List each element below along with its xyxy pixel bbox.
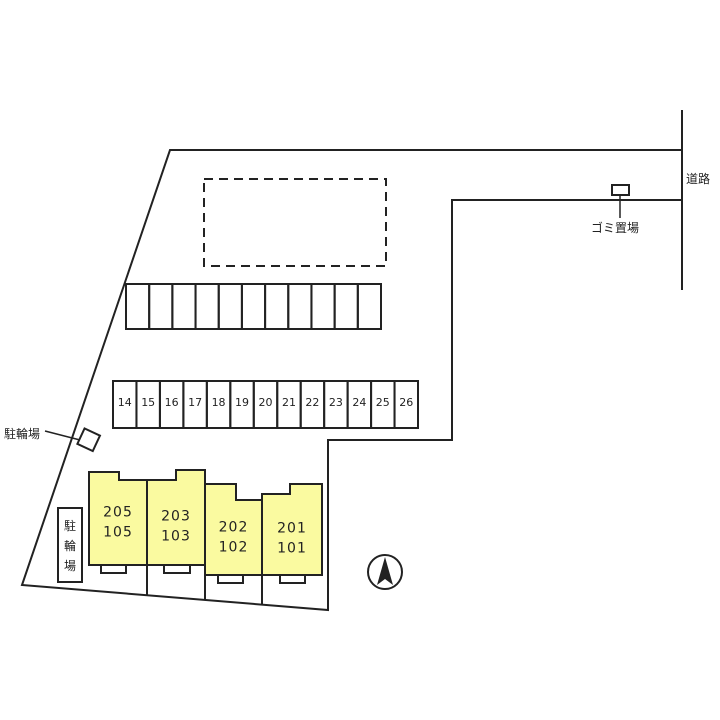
garbage-box [611,184,630,196]
parking-stall-number: 15 [141,396,155,409]
unit-porch [100,564,127,574]
parking-stall-top [333,283,359,330]
parking-stall-top [240,283,267,330]
parking-stall-number: 23 [329,396,343,409]
parking-stall-top [148,283,174,330]
parking-stall-number: 14 [118,396,132,409]
bicycle-label-vertical-char: 場 [64,559,76,573]
unit-number-lower: 102 [219,540,249,556]
parking-row-bottom: 14 15 16 17 18 19 20 21 22 23 24 25 26 [112,380,419,429]
parking-stall-top [287,283,313,330]
parking-stall-top [310,283,336,330]
unit-number-upper: 202 [219,520,249,536]
parking-stall-top [217,283,243,330]
parking-stall-number: 24 [352,396,366,409]
parking-stall-number: 18 [212,396,226,409]
bicycle-leader [44,430,81,441]
road-label: 道路 [686,171,710,186]
bicycle-label-vertical-char: 輪 [64,538,76,553]
unit-porch [279,574,306,584]
unit-dividers [146,565,263,604]
parking-stall-number: 16 [165,396,179,409]
buildings: 205 105 203 103 202 102 201 101 [88,469,323,584]
unit-number-lower: 101 [277,541,307,557]
parking-stall-number: 17 [188,396,202,409]
bicycle-label-left: 駐輪場 [4,426,40,441]
parking-stall-top [264,283,290,330]
unit-porch [163,564,191,574]
bicycle-label-vertical: 駐輪場 [64,518,76,573]
dashed-area [203,178,387,267]
site-boundary [20,149,683,612]
parking-stall-top [125,283,151,330]
north-arrow-icon [367,554,403,590]
garbage-label: ゴミ置場 [591,220,639,235]
parking-stall-top [194,283,220,330]
parking-stall-number: 19 [235,396,249,409]
parking-row-top [125,283,382,330]
building-unit [261,483,323,576]
parking-stall [393,380,419,429]
parking-stall-top [356,283,382,330]
bicycle-box-small [76,427,102,453]
bicycle-label-vertical-char: 駐 [64,518,76,533]
parking-stall-top [171,283,197,330]
unit-number-upper: 203 [161,509,191,525]
parking-stall-number: 21 [282,396,296,409]
unit-number-lower: 103 [161,529,191,545]
parking-stall-number: 20 [259,396,273,409]
bicycle-box-vertical [57,507,83,583]
unit-number-upper: 201 [277,521,307,537]
parking-stall-number: 25 [376,396,390,409]
parking-stall-number: 22 [305,396,319,409]
unit-porch [217,574,244,584]
unit-number-upper: 205 [103,505,133,521]
parking-stall-number: 26 [399,396,413,409]
unit-number-lower: 105 [103,525,133,541]
